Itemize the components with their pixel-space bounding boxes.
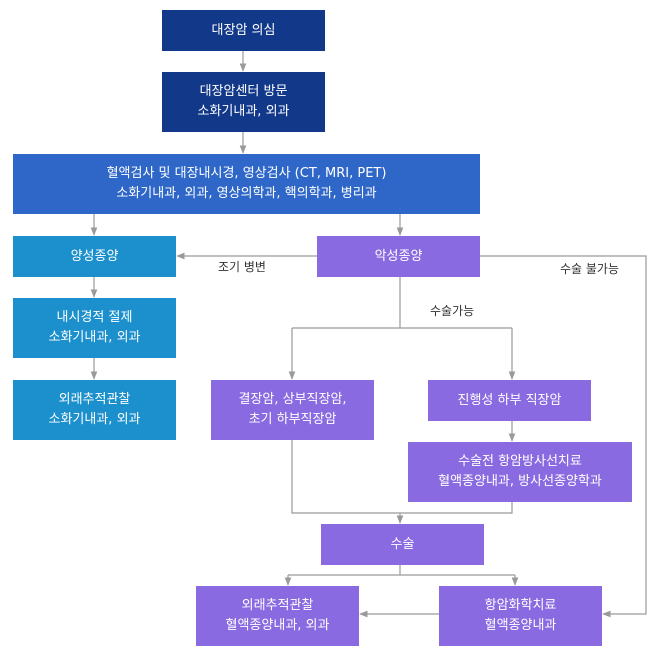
node-center-visit: 대장암센터 방문 소화기내과, 외과	[162, 72, 325, 132]
node-line: 소화기내과, 외과	[48, 330, 141, 345]
node-line: 수술	[390, 536, 415, 552]
node-endoscopic-resection: 내시경적 절제 소화기내과, 외과	[13, 298, 176, 358]
node-line: 소화기내과, 외과, 영상의학과, 핵의학과, 병리과	[116, 186, 377, 201]
node-line: 수술전 항암방사선치료	[458, 454, 582, 469]
node-line: 혈액종양내과, 외과	[225, 618, 330, 633]
node-advanced-lower-rectal-cancer: 진행성 하부 직장암	[428, 380, 591, 421]
node-colon-upper-rectal-cancer: 결장암, 상부직장암, 초기 하부직장암	[211, 380, 374, 440]
label-early-lesion: 조기 병변	[218, 260, 266, 274]
edge-neoadjuvant-to-surgery	[400, 502, 513, 514]
node-benign-tumor: 양성종양	[13, 236, 176, 277]
node-line: 소화기내과, 외과	[48, 412, 141, 427]
node-line: 악성종양	[374, 248, 423, 264]
node-line: 항암화학치료	[484, 598, 557, 613]
node-line: 내시경적 절제	[56, 310, 133, 325]
node-line: 양성종양	[70, 248, 119, 264]
node-surgery: 수술	[321, 524, 484, 565]
node-line: 소화기내과, 외과	[197, 104, 290, 119]
node-line: 진행성 하부 직장암	[457, 392, 562, 408]
node-line: 외래추적관찰	[58, 392, 131, 407]
label-inoperable: 수술 불가능	[560, 262, 620, 276]
node-line: 혈액종양내과	[484, 618, 557, 633]
node-suspected-colorectal-cancer: 대장암 의심	[162, 10, 325, 51]
node-final-followup: 외래추적관찰 혈액종양내과, 외과	[196, 586, 359, 646]
node-diagnostic-tests: 혈액검사 및 대장내시경, 영상검사 (CT, MRI, PET) 소화기내과,…	[13, 154, 480, 214]
node-line: 초기 하부직장암	[248, 412, 337, 427]
node-line: 대장암 의심	[211, 22, 276, 38]
node-line: 결장암, 상부직장암,	[238, 392, 347, 407]
node-line: 혈액검사 및 대장내시경, 영상검사 (CT, MRI, PET)	[106, 166, 387, 181]
edge-colon-to-surgery	[291, 440, 400, 514]
node-line: 대장암센터 방문	[199, 84, 288, 99]
edge-malignant-inoperable-to-chemo	[480, 255, 647, 618]
node-preoperative-chemoradiation: 수술전 항암방사선치료 혈액종양내과, 방사선종양학과	[408, 442, 632, 502]
node-line: 외래추적관찰	[241, 598, 314, 613]
node-malignant-tumor: 악성종양	[317, 236, 480, 277]
label-operable: 수술가능	[430, 304, 475, 318]
node-line: 혈액종양내과, 방사선종양학과	[438, 474, 602, 489]
node-benign-followup: 외래추적관찰 소화기내과, 외과	[13, 380, 176, 440]
node-chemotherapy: 항암화학치료 혈액종양내과	[439, 586, 602, 646]
